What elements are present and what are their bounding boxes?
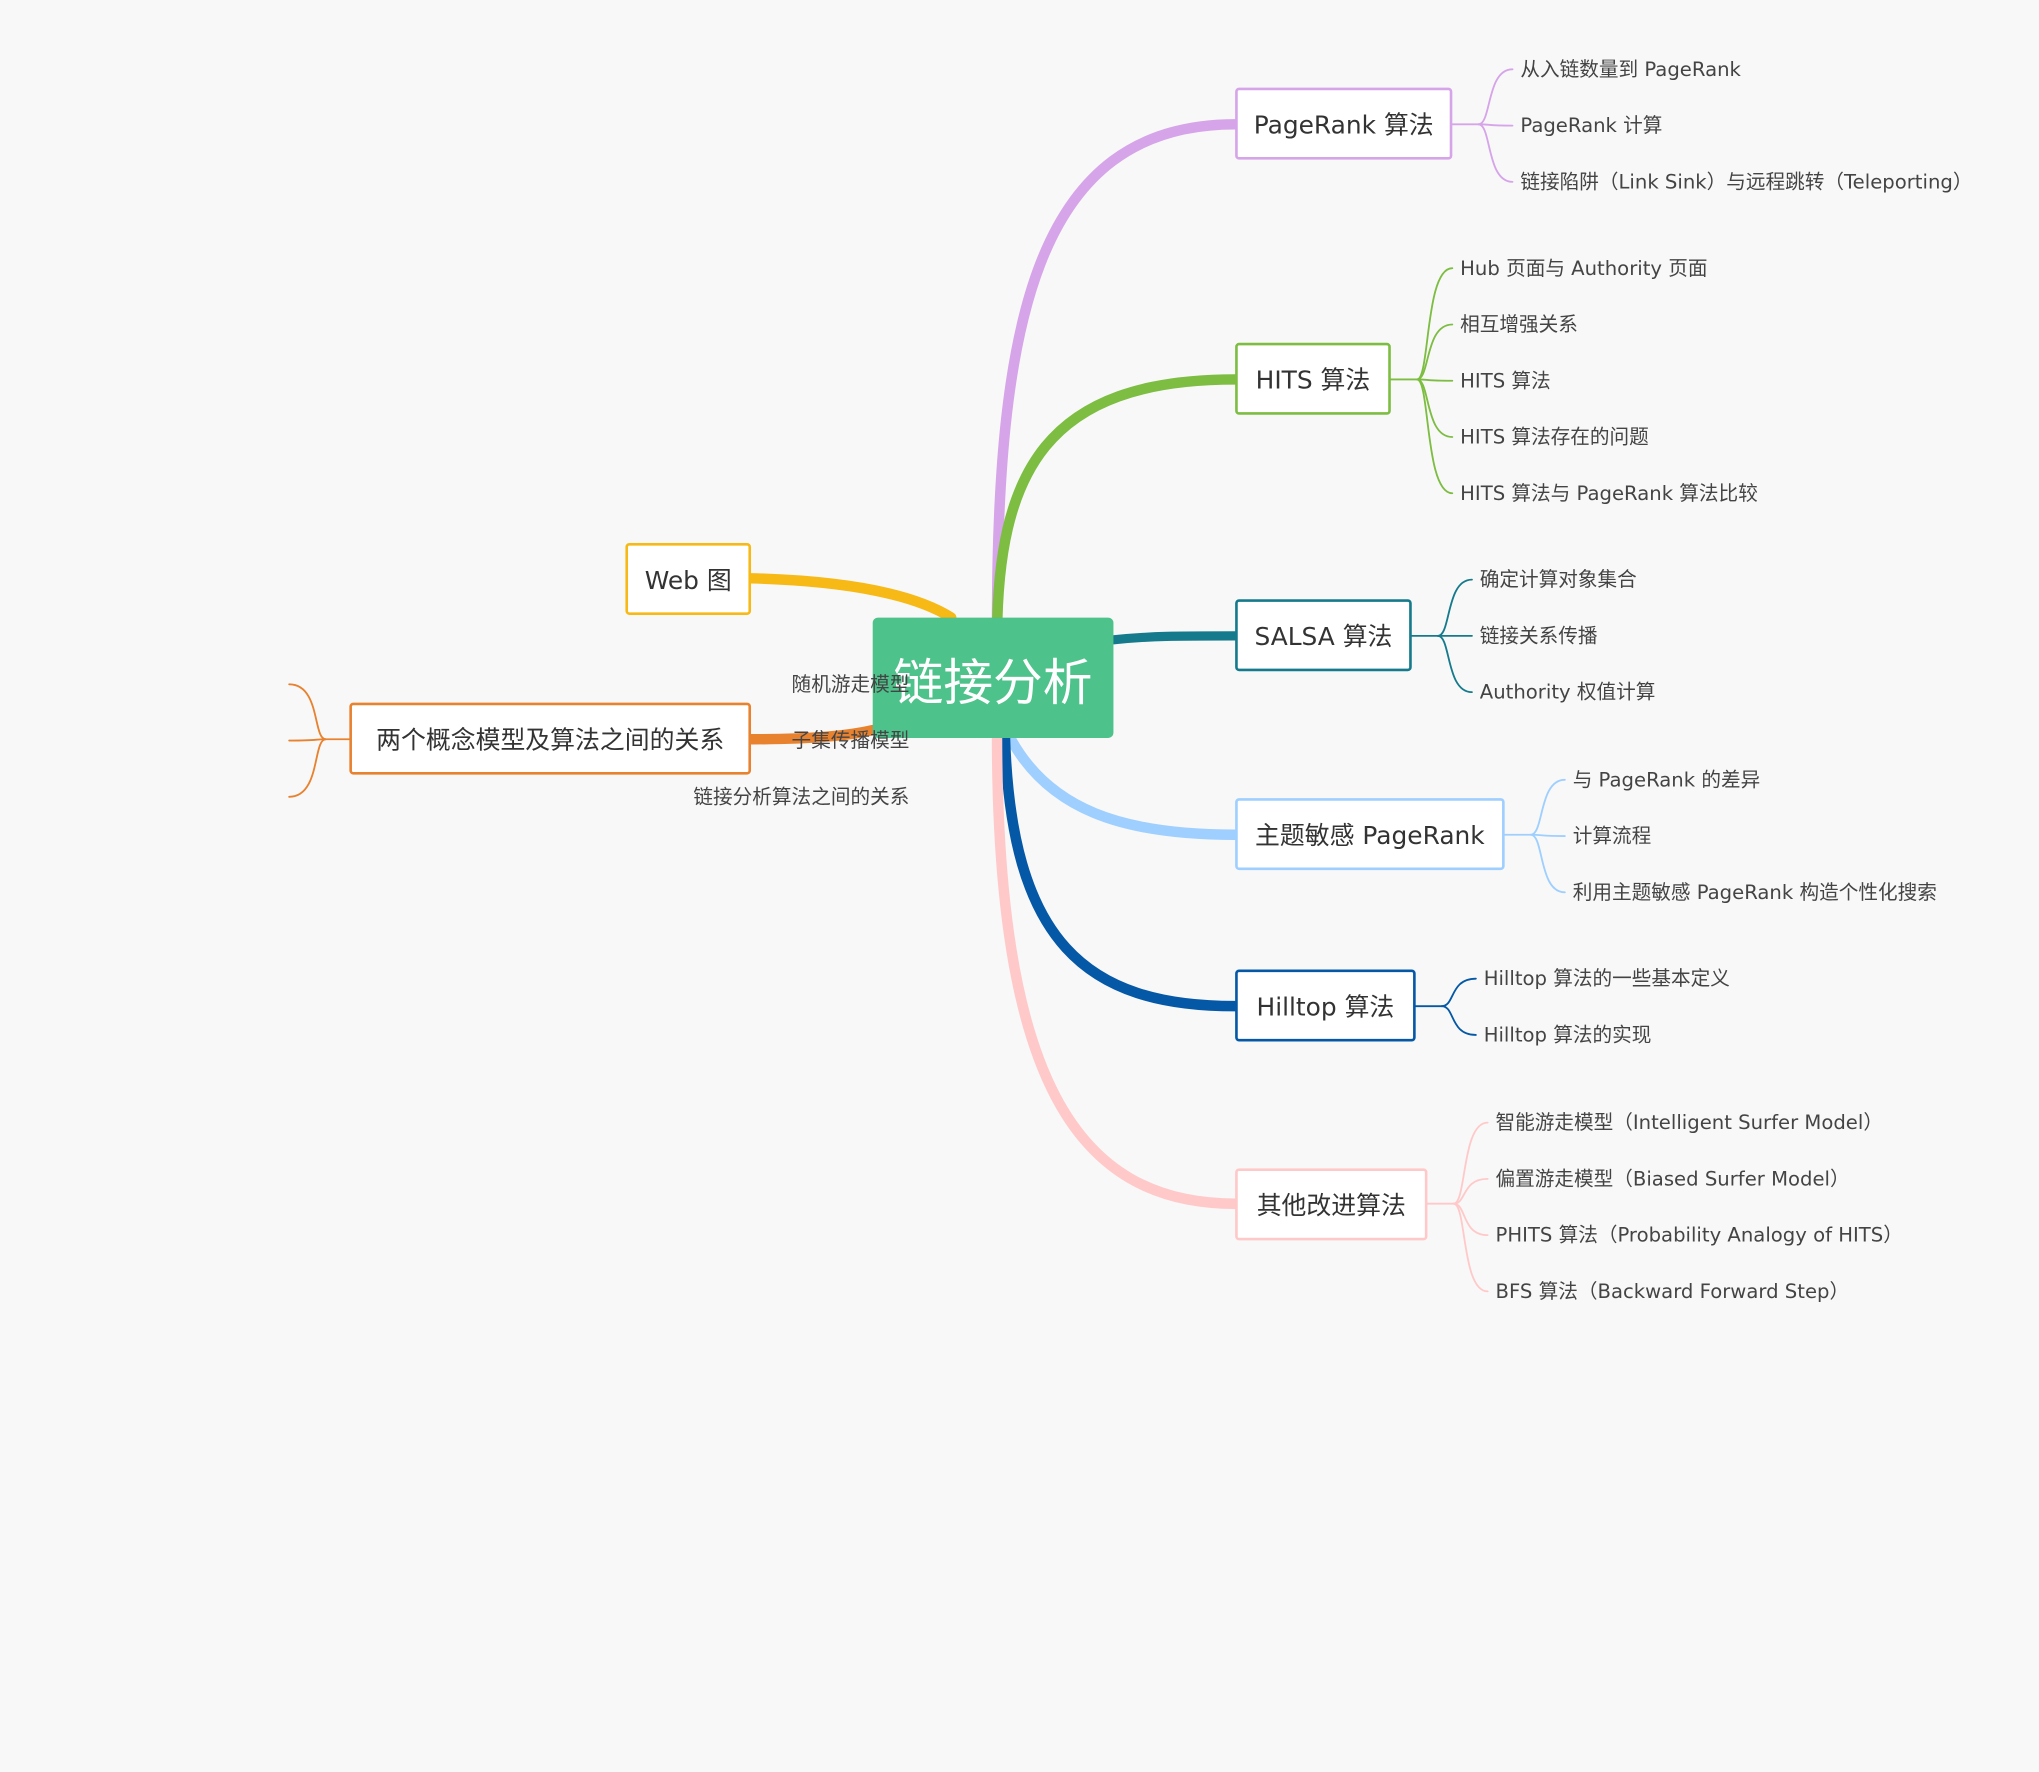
bracket-salsa-3 [1437,634,1473,694]
subtopic-pagerank-1[interactable]: 从入链数量到 PageRank [1520,57,1741,82]
bracket-models-2 [288,738,327,742]
topic-pagerank[interactable]: PageRank 算法 [1235,87,1453,160]
topic-salsa[interactable]: SALSA 算法 [1235,599,1412,672]
mind-map-links [288,68,1566,1293]
subtopic-hits-3[interactable]: HITS 算法 [1460,368,1551,393]
subtopic-topic-3[interactable]: 利用主题敏感 PageRank 构造个性化搜索 [1572,880,1937,905]
topic-hilltop[interactable]: Hilltop 算法 [1235,969,1416,1042]
bracket-hits-3 [1416,378,1454,382]
subtopic-salsa-3[interactable]: Authority 权值计算 [1479,680,1656,704]
bracket-pagerank-2 [1477,123,1514,127]
bracket-other-2 [1452,1177,1489,1205]
subtopic-hits-4[interactable]: HITS 算法存在的问题 [1460,425,1649,449]
link-salsa [1108,631,1240,645]
topic-other-improved[interactable]: 其他改进算法 [1235,1168,1428,1241]
subtopic-salsa-2[interactable]: 链接关系传播 [1479,624,1598,648]
subtopic-hilltop-2[interactable]: Hilltop 算法的实现 [1483,1023,1652,1047]
link-hilltop [999,727,1241,1012]
link-models [745,724,878,745]
topic-web-graph[interactable]: Web 图 [625,542,752,615]
topic-topic-sensitive-pagerank[interactable]: 主题敏感 PageRank [1235,798,1505,871]
bracket-hits-5 [1416,378,1454,495]
link-pagerank [991,119,1241,634]
subtopic-hits-5[interactable]: HITS 算法与 PageRank 算法比较 [1460,481,1758,506]
subtopic-other-4[interactable]: BFS 算法（Backward Forward Step） [1495,1279,1850,1304]
topic-concept-models[interactable]: 两个概念模型及算法之间的关系 [349,702,752,775]
subtopic-topic-2[interactable]: 计算流程 [1572,824,1652,848]
subtopic-other-2[interactable]: 偏置游走模型（Biased Surfer Model） [1495,1167,1850,1191]
bracket-models-1 [288,683,327,741]
topic-hits[interactable]: HITS 算法 [1235,342,1391,415]
bracket-other-4 [1452,1202,1489,1293]
subtopic-pagerank-3[interactable]: 链接陷阱（Link Sink）与远程跳转（Teleporting） [1520,170,1973,194]
subtopic-other-3[interactable]: PHITS 算法（Probability Analogy of HITS） [1495,1223,1903,1247]
bracket-hits-2 [1416,323,1454,381]
link-other [991,727,1241,1209]
subtopic-models-3[interactable]: 链接分析算法之间的关系 [693,785,910,809]
subtopic-salsa-1[interactable]: 确定计算对象集合 [1479,567,1637,592]
bracket-hilltop-2 [1440,1005,1477,1036]
subtopic-pagerank-2[interactable]: PageRank 计算 [1520,113,1663,138]
subtopic-hits-1[interactable]: Hub 页面与 Authority 页面 [1460,256,1708,280]
bracket-hilltop-1 [1440,977,1477,1008]
link-web [745,573,957,623]
subtopic-models-2[interactable]: 子集传播模型 [791,728,910,753]
subtopic-models-1[interactable]: 随机游走模型 [791,672,910,697]
bracket-pagerank-1 [1477,68,1514,126]
bracket-other-1 [1452,1121,1489,1205]
bracket-hits-1 [1416,267,1454,381]
bracket-salsa-1 [1437,578,1473,637]
bracket-models-3 [288,738,327,798]
bracket-pagerank-3 [1477,123,1514,183]
link-hits [991,374,1241,647]
subtopic-other-1[interactable]: 智能游走模型（Intelligent Surfer Model） [1495,1110,1883,1135]
link-topic [1002,727,1241,840]
central-topic[interactable]: 链接分析 [872,617,1114,738]
bracket-topic-2 [1529,833,1566,837]
subtopic-hilltop-1[interactable]: Hilltop 算法的一些基本定义 [1483,966,1730,991]
subtopic-topic-1[interactable]: 与 PageRank 的差异 [1572,768,1761,792]
bracket-topic-1 [1529,778,1566,836]
subtopic-hits-2[interactable]: 相互增强关系 [1460,312,1578,337]
bracket-topic-3 [1529,833,1566,894]
